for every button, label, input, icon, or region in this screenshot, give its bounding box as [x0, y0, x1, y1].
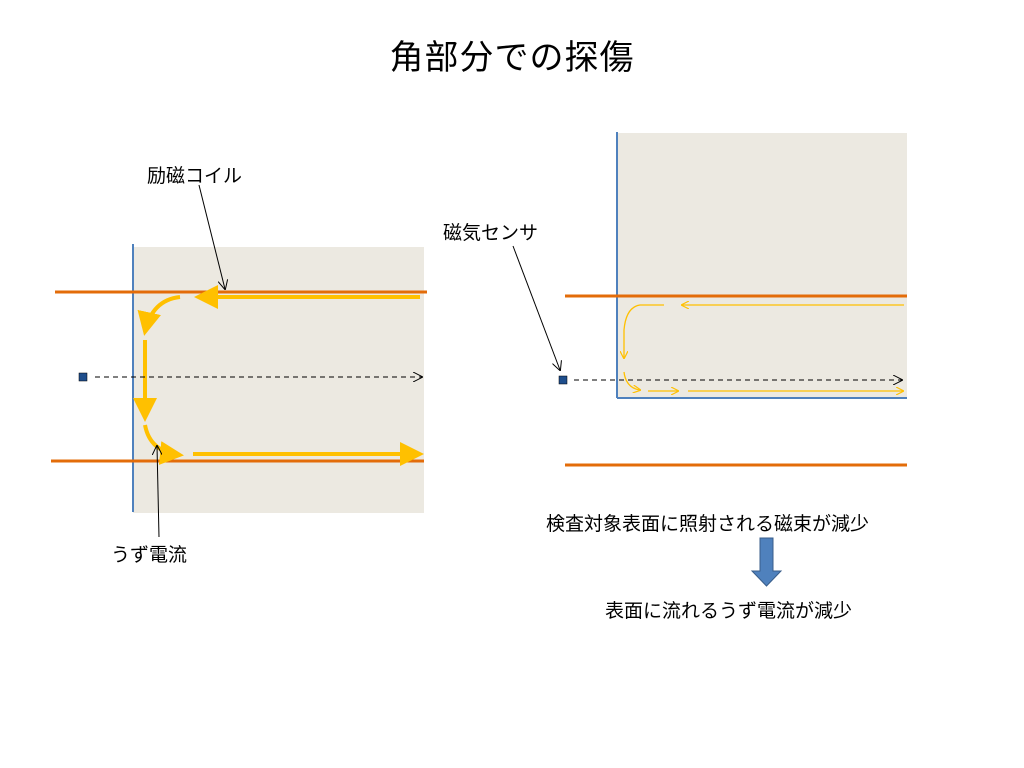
left-diagram	[51, 184, 427, 538]
current-leader-line	[157, 446, 159, 538]
eddy-current-arrow-corner-top	[137, 295, 181, 336]
sensor-leader-line	[512, 245, 560, 370]
coil-leader-line	[198, 184, 225, 289]
excitation-coil-label: 励磁コイル	[147, 165, 243, 187]
conclusion-effect: 表面に流れるうず電流が減少	[605, 600, 853, 622]
magnetic-sensor-icon	[558, 375, 568, 385]
magnetic-sensor-label: 磁気センサ	[443, 222, 539, 244]
weak-current-arrow-corner	[623, 304, 664, 331]
page-title: 角部分での探傷	[389, 38, 635, 78]
conclusion-cause: 検査対象表面に照射される磁束が減少	[546, 513, 870, 535]
eddy-current-label: うず電流	[111, 544, 188, 566]
specimen-block-corner	[617, 133, 907, 398]
down-arrow-icon	[750, 537, 783, 587]
weak-current-arrow-corner-bottom	[623, 371, 640, 390]
specimen-block	[133, 247, 424, 513]
right-diagram	[512, 132, 907, 587]
magnetic-sensor-icon	[78, 372, 88, 382]
